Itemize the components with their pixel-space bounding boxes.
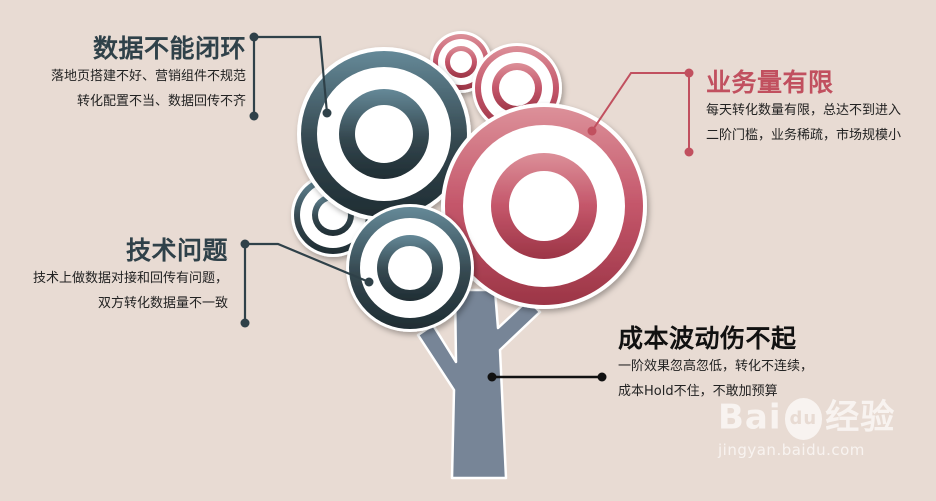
- target-large-red: [441, 103, 647, 309]
- callout-line: 转化配置不当、数据回传不齐: [76, 94, 246, 109]
- callout-title: 技术问题: [125, 236, 228, 265]
- watermark-url: jingyan.baidu.com: [718, 441, 865, 459]
- callout-line: 落地页搭建不好、营销组件不规范: [50, 69, 246, 84]
- callout-line: 每天转化数量有限，总达不到进入: [706, 103, 902, 118]
- watermark-logo-cn: 经验: [825, 397, 896, 438]
- callout-line: 一阶效果忽高忽低，转化不连续，: [618, 359, 814, 374]
- callout-cost: 成本波动伤不起 一阶效果忽高忽低，转化不连续， 成本Hold不住，不敢加预算: [618, 324, 813, 404]
- connector-technical: [240, 239, 374, 328]
- callout-title: 业务量有限: [706, 68, 834, 97]
- paw-icon: du: [784, 398, 823, 440]
- callout-data-loop: 数据不能闭环 落地页搭建不好、营销组件不规范 转化配置不当、数据回传不齐: [51, 34, 246, 114]
- connector-cost: [487, 372, 607, 382]
- callout-line: 二阶门槛，业务稀疏，市场规模小: [706, 128, 902, 143]
- target-medium-dark-bottom: [346, 204, 474, 332]
- callout-line: 技术上做数据对接和回传有问题，: [32, 271, 228, 286]
- connector-data-loop: [249, 32, 332, 121]
- callout-title: 数据不能闭环: [92, 34, 246, 63]
- watermark-logo-text: Bai: [718, 397, 782, 438]
- callout-technical: 技术问题 技术上做数据对接和回传有问题， 双方转化数据量不一致: [33, 236, 228, 316]
- callout-line: 成本Hold不住，不敢加预算: [618, 384, 778, 399]
- callout-title: 成本波动伤不起: [618, 324, 797, 353]
- callout-limited-volume: 业务量有限 每天转化数量有限，总达不到进入 二阶门槛，业务稀疏，市场规模小: [706, 68, 901, 148]
- target-large-dark: [297, 47, 471, 221]
- connector-limited-volume: [587, 68, 694, 157]
- target-small-dark-left: [291, 173, 375, 257]
- callout-line: 双方转化数据量不一致: [97, 296, 228, 311]
